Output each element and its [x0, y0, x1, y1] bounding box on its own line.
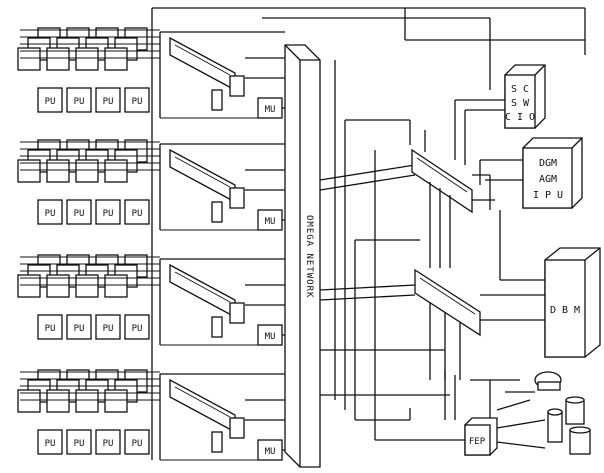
- cache-box: [212, 202, 222, 222]
- pu-label: PU: [103, 324, 114, 334]
- pu-label: PU: [45, 439, 56, 449]
- pu-label: PU: [74, 209, 85, 219]
- agm-label: AGM: [539, 174, 557, 185]
- cache-box: [212, 317, 222, 337]
- disk-drive-icon: [548, 397, 590, 454]
- cache-box: [212, 432, 222, 452]
- dbm-label: D B M: [550, 305, 580, 316]
- terminal-icon: [535, 372, 561, 390]
- sw-label: S W: [511, 98, 530, 109]
- cluster-switch: [170, 150, 235, 202]
- dgm-label: DGM: [539, 158, 557, 169]
- ipu-label: I P U: [533, 190, 563, 201]
- network-interconnect: [320, 60, 470, 440]
- cluster: PU PU PU PU MU: [18, 370, 300, 460]
- cache-box: [230, 303, 244, 323]
- pu-label: PU: [74, 439, 85, 449]
- pu-label: PU: [103, 97, 114, 107]
- omega-network: OMEGA NETWORK: [285, 45, 320, 467]
- fep-unit: FEP: [445, 370, 545, 455]
- cluster-switch: [170, 38, 235, 90]
- cluster: PU PU PU PU MU: [18, 140, 300, 230]
- mu-label: MU: [265, 217, 276, 227]
- dgm-agm-ipu-unit: DGM AGM I P U: [523, 138, 582, 208]
- pu-label: PU: [45, 324, 56, 334]
- pu-label: PU: [45, 97, 56, 107]
- mu-label: MU: [265, 105, 276, 115]
- lower-switch: [415, 210, 545, 380]
- pu-label: PU: [132, 439, 143, 449]
- sc-label: S C: [511, 84, 529, 95]
- pu-label: PU: [45, 209, 56, 219]
- cache-box: [230, 188, 244, 208]
- mu-label: MU: [265, 332, 276, 342]
- mu-label: MU: [265, 447, 276, 457]
- pu-label: PU: [103, 209, 114, 219]
- omega-network-label: OMEGA NETWORK: [304, 215, 314, 298]
- cache-box: [212, 90, 222, 110]
- pu-label: PU: [132, 324, 143, 334]
- dbm-unit: D B M: [545, 248, 600, 357]
- pu-label: PU: [132, 209, 143, 219]
- cache-box: [230, 76, 244, 96]
- pu-label: PU: [74, 97, 85, 107]
- cio-label: C I O: [505, 112, 535, 123]
- sc-sw-cio-unit: S C S W C I O: [505, 65, 545, 128]
- cluster: PU PU PU PU MU: [18, 28, 300, 118]
- pu-label: PU: [103, 439, 114, 449]
- cluster-switch: [170, 265, 235, 317]
- pu-label: PU: [74, 324, 85, 334]
- processor-clusters: PU PU PU PU MU PU PU PU PU MU PU PU PU PU MU PU PU PU PU MU: [18, 28, 300, 460]
- cluster: PU PU PU PU MU: [18, 255, 300, 345]
- pu-label: PU: [132, 97, 143, 107]
- cluster-switch: [170, 380, 235, 432]
- cache-box: [230, 418, 244, 438]
- fep-label: FEP: [469, 437, 486, 447]
